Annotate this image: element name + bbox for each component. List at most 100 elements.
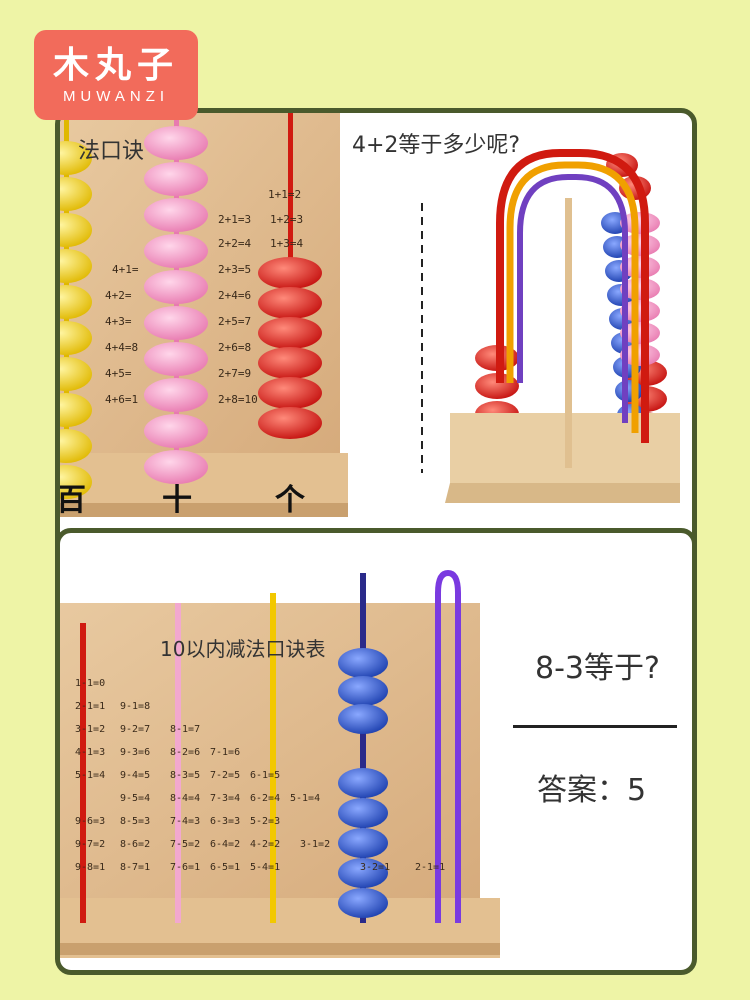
formula-text: 1+1=2 xyxy=(268,188,302,201)
formula-text: 9-8=1 xyxy=(75,862,106,873)
formula-text: 3-1=2 xyxy=(75,724,106,735)
blue-bead xyxy=(338,798,388,828)
red-bead xyxy=(258,287,322,319)
formula-text: 8-2=6 xyxy=(170,747,201,758)
blue-bead xyxy=(338,828,388,858)
answer-divider xyxy=(513,725,677,728)
formula-text: 9-4=5 xyxy=(120,770,151,781)
subtraction-answer: 答案：5 xyxy=(537,773,647,808)
formula-text: 9-6=3 xyxy=(75,816,106,827)
pink-bead xyxy=(620,300,660,322)
subtraction-question: 8-3等于? xyxy=(535,651,660,686)
formula-text: 9-1=8 xyxy=(120,701,151,712)
blue-bead xyxy=(615,380,643,402)
pink-bead xyxy=(620,278,660,300)
formula-text: 5-2=3 xyxy=(250,816,281,827)
formula-text: 9-3=6 xyxy=(120,747,151,758)
blue-bead xyxy=(338,888,388,918)
pink-bead xyxy=(144,378,208,412)
blue-bead xyxy=(338,704,388,734)
formula-text: 8-7=1 xyxy=(120,862,151,873)
formula-text: 2+2=4 xyxy=(218,237,252,250)
formula-text: 2+1=3 xyxy=(218,213,252,226)
formula-text: 2-1=1 xyxy=(415,862,446,873)
formula-text: 4+3= xyxy=(105,315,132,328)
red-bead xyxy=(258,407,322,439)
pink-bead xyxy=(144,450,208,484)
red-bead xyxy=(258,377,322,409)
pink-bead xyxy=(144,414,208,448)
addition-abacus-panel: 4+2等于多少呢? 法口诀 1+1=2 2+1=3 1+2=3 2+2=4 1+3=4 4… xyxy=(55,108,697,578)
formula-text: 6-3=3 xyxy=(210,816,241,827)
brand-logo: 木丸子 MUWANZI xyxy=(34,30,198,120)
board-title-bottom: 10以内减法口诀表 xyxy=(160,637,326,661)
pink-bead xyxy=(620,344,660,366)
blue-bead xyxy=(338,768,388,798)
pink-bead xyxy=(620,234,660,256)
formula-text: 8-5=3 xyxy=(120,816,151,827)
blue-bead xyxy=(338,676,388,706)
pink-bead xyxy=(620,212,660,234)
formula-text: 5-1=4 xyxy=(75,770,106,781)
formula-text: 4+1= xyxy=(112,263,139,276)
brand-name-cn: 木丸子 xyxy=(52,44,179,86)
formula-text: 4+4=8 xyxy=(105,341,139,354)
yellow-bead xyxy=(60,357,92,391)
addition-question: 4+2等于多少呢? xyxy=(352,133,521,158)
formula-text: 9-7=2 xyxy=(75,839,106,850)
pink-bead xyxy=(144,270,208,304)
formula-text: 6-2=4 xyxy=(250,793,281,804)
formula-text: 8-6=2 xyxy=(120,839,151,850)
formula-text: 8-4=4 xyxy=(170,793,201,804)
abacus-photo-bottom xyxy=(60,569,500,958)
formula-text: 7-5=2 xyxy=(170,839,201,850)
formula-text: 3-1=2 xyxy=(300,839,331,850)
blue-bead xyxy=(338,858,388,888)
yellow-bead xyxy=(60,465,92,499)
yellow-bead xyxy=(60,249,92,283)
pink-bead xyxy=(144,234,208,268)
formula-text: 4-1=3 xyxy=(75,747,106,758)
yellow-bead xyxy=(60,177,92,211)
yellow-bead xyxy=(60,285,92,319)
pink-bead xyxy=(144,342,208,376)
pink-bead xyxy=(144,162,208,196)
formula-text: 4-2=2 xyxy=(250,839,281,850)
pink-bead xyxy=(144,306,208,340)
pink-bead xyxy=(620,322,660,344)
yellow-bead xyxy=(60,213,92,247)
yellow-bead xyxy=(60,141,92,175)
brand-name-en: MUWANZI xyxy=(62,87,170,105)
formula-text: 2+3=5 xyxy=(218,263,252,276)
formula-text: 6-4=2 xyxy=(210,839,241,850)
formula-text: 2+8=10 xyxy=(218,393,258,406)
formula-text: 5-1=4 xyxy=(290,793,321,804)
pink-bead xyxy=(620,256,660,278)
red-bead xyxy=(258,347,322,379)
yellow-bead xyxy=(60,321,92,355)
formula-text: 1+2=3 xyxy=(270,213,304,226)
formula-text: 1+3=4 xyxy=(270,237,304,250)
formula-text: 2-1=1 xyxy=(75,701,106,712)
formula-text: 7-3=4 xyxy=(210,793,241,804)
yellow-bead xyxy=(60,393,92,427)
formula-text: 6-5=1 xyxy=(210,862,241,873)
formula-text: 9-5=4 xyxy=(120,793,151,804)
formula-text: 2+5=7 xyxy=(218,315,252,328)
board-title-top: 法口诀 xyxy=(78,139,145,164)
blue-bead xyxy=(338,648,388,678)
formula-text: 2+7=9 xyxy=(218,367,252,380)
red-bead xyxy=(258,257,322,289)
formula-text: 4+6=1 xyxy=(105,393,139,406)
yellow-bead xyxy=(60,429,92,463)
unit-label-hundreds: 百 xyxy=(56,483,86,518)
formula-text: 7-1=6 xyxy=(210,747,241,758)
formula-text: 9-2=7 xyxy=(120,724,151,735)
formula-text: 4+2= xyxy=(105,289,132,302)
formula-text: 8-3=5 xyxy=(170,770,201,781)
pink-bead xyxy=(144,198,208,232)
formula-text: 1-1=0 xyxy=(75,678,106,689)
formula-text: 5-4=1 xyxy=(250,862,281,873)
formula-text: 4+5= xyxy=(105,367,132,380)
